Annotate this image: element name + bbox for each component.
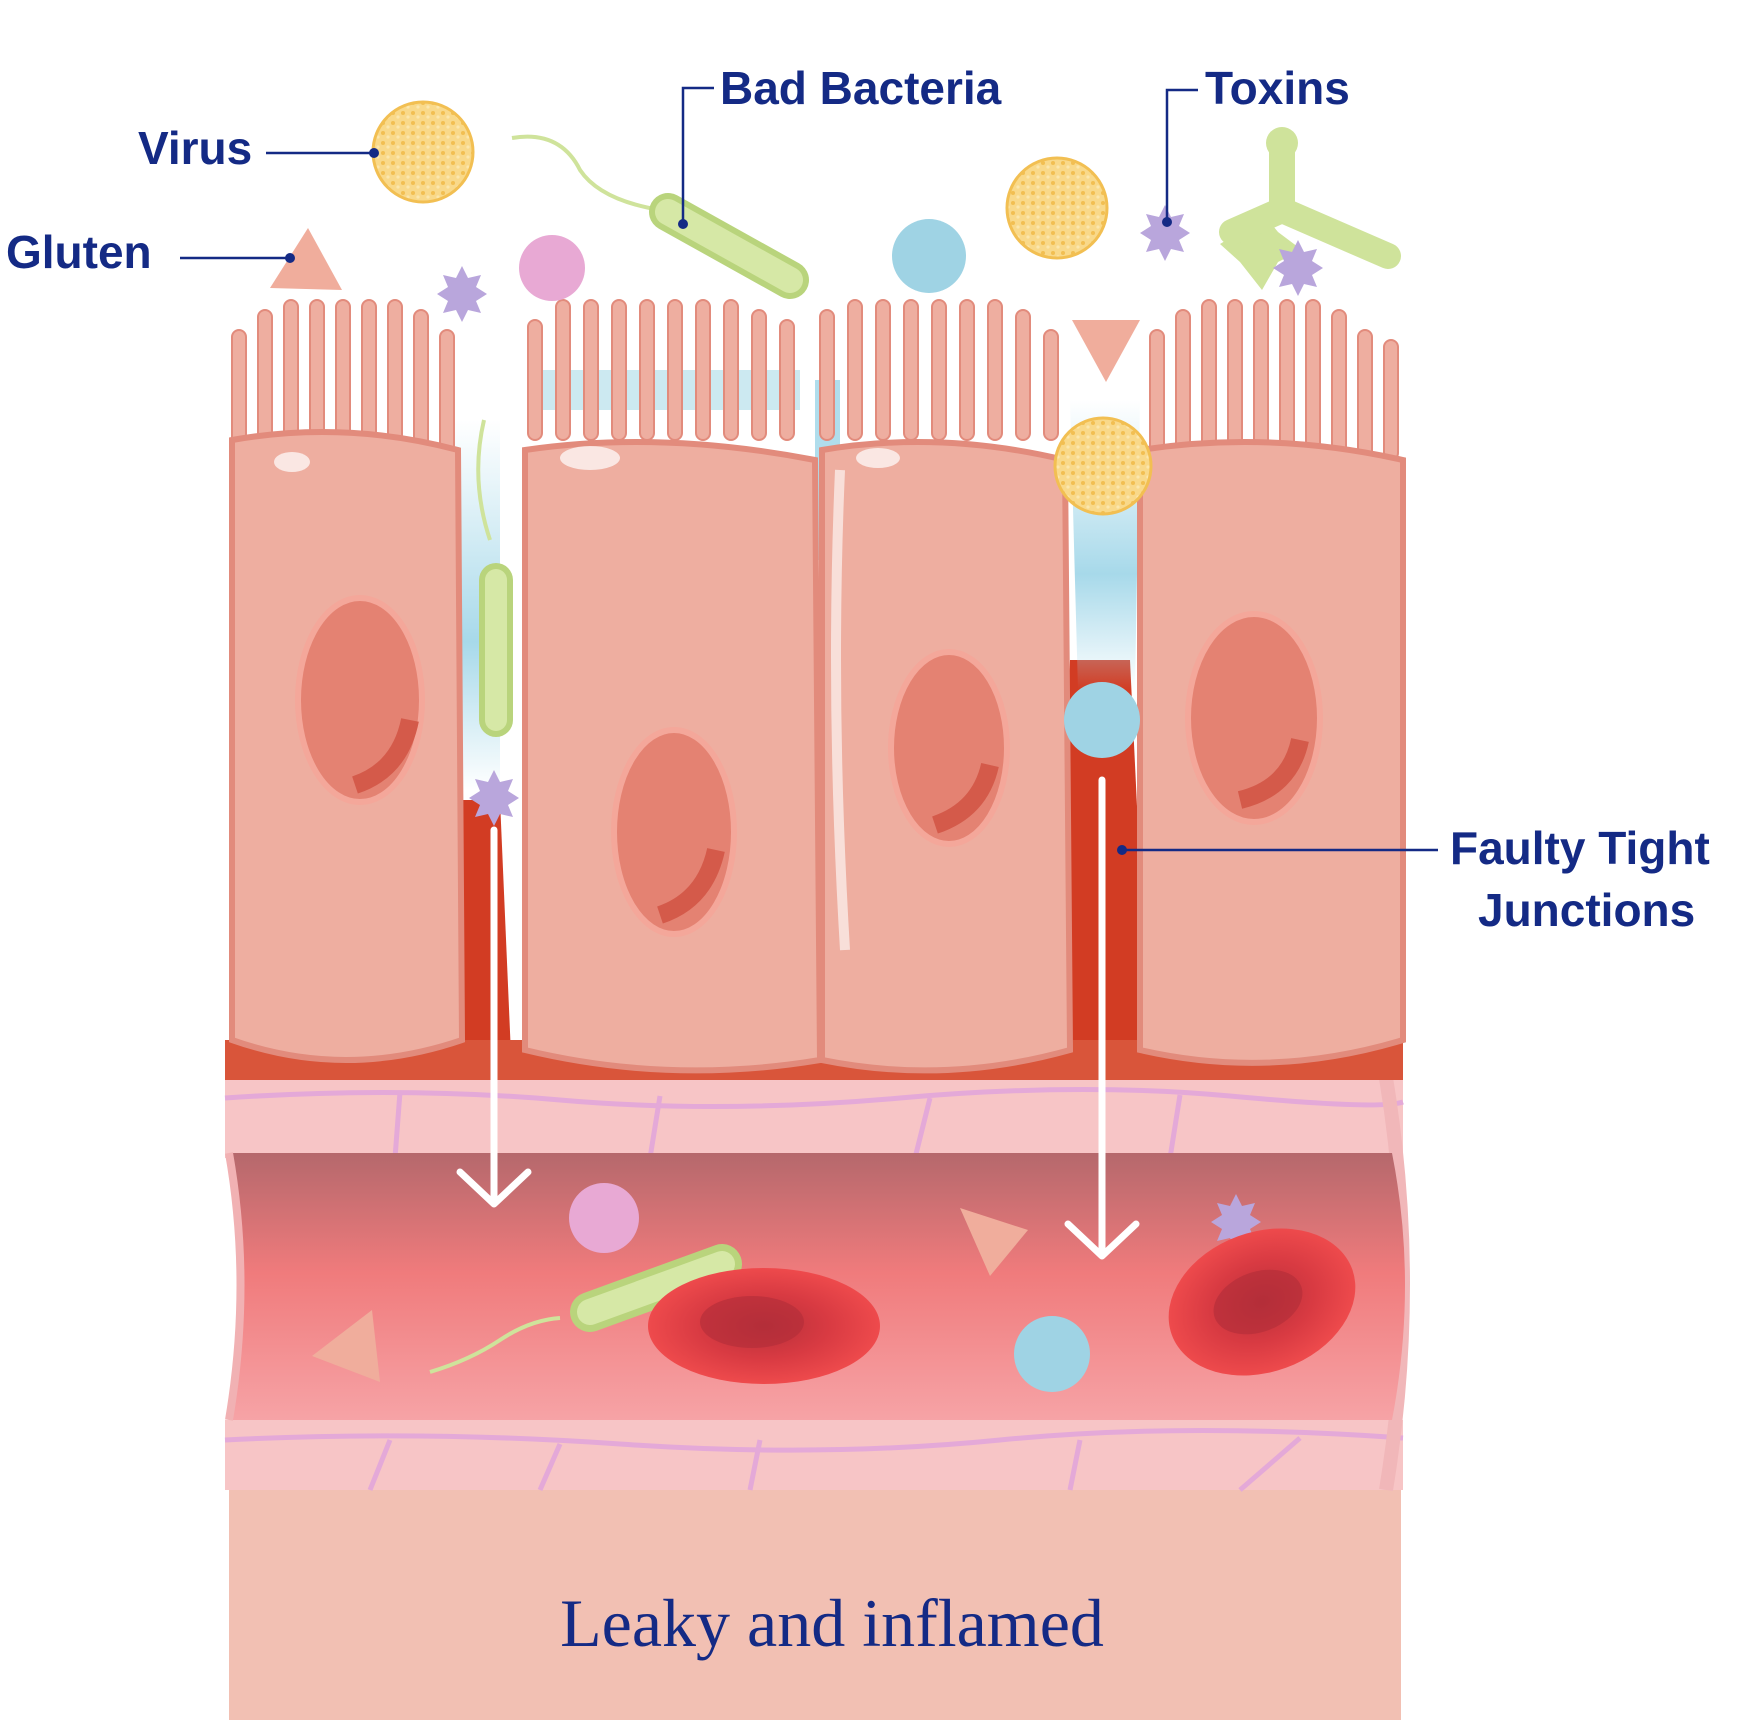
virus-particle-2 <box>1005 156 1109 260</box>
leader-lines <box>180 86 1438 852</box>
label-toxins: Toxins <box>1205 62 1350 114</box>
epithelial-layer <box>225 299 1406 1080</box>
label-bad-bacteria: Bad Bacteria <box>720 62 1002 114</box>
particle-pink-1 <box>519 235 585 301</box>
bacteria-1 <box>511 134 809 299</box>
connective-tissue <box>224 1076 1410 1492</box>
toxin-star-junction <box>469 770 519 826</box>
epithelial-cell-4 <box>1137 299 1406 1066</box>
bacteria-blood <box>429 1244 742 1374</box>
gluten-triangle-blood-1 <box>960 1208 1028 1276</box>
virus-particle-3 <box>1053 416 1153 516</box>
red-blood-cell-2 <box>1168 1228 1356 1376</box>
bacteria-in-junction <box>476 419 513 737</box>
epithelial-cell-1 <box>229 299 466 1063</box>
label-faulty-tight-junctions-line2: Junctions <box>1478 884 1695 936</box>
toxin-particle-1 <box>1219 127 1401 290</box>
label-virus: Virus <box>138 122 252 174</box>
epithelial-cell-3 <box>819 299 1074 1074</box>
particle-blue-junction <box>1064 682 1140 758</box>
gluten-triangle-1 <box>270 228 342 290</box>
particle-blue-1 <box>892 219 966 293</box>
leak-arrow-1 <box>456 826 532 1208</box>
toxin-star-3 <box>437 266 487 322</box>
toxin-star-1 <box>1140 205 1190 261</box>
gluten-triangle-blood-2 <box>312 1310 380 1382</box>
virus-particle-1 <box>371 100 475 204</box>
label-faulty-tight-junctions-line1: Faulty Tight <box>1450 822 1710 874</box>
tissue-base <box>229 1480 1401 1720</box>
red-blood-cell-1 <box>648 1268 880 1384</box>
gluten-triangle-2 <box>1072 320 1140 382</box>
label-gluten: Gluten <box>6 226 152 278</box>
caption: Leaky and inflamed <box>560 1585 1104 1661</box>
particle-blue-blood <box>1014 1316 1090 1392</box>
particle-pink-blood <box>569 1183 639 1253</box>
leader-dots <box>285 148 1172 855</box>
leak-arrow-2 <box>1064 776 1140 1260</box>
toxin-star-2 <box>1273 240 1323 296</box>
epithelial-cell-2 <box>522 299 824 1074</box>
